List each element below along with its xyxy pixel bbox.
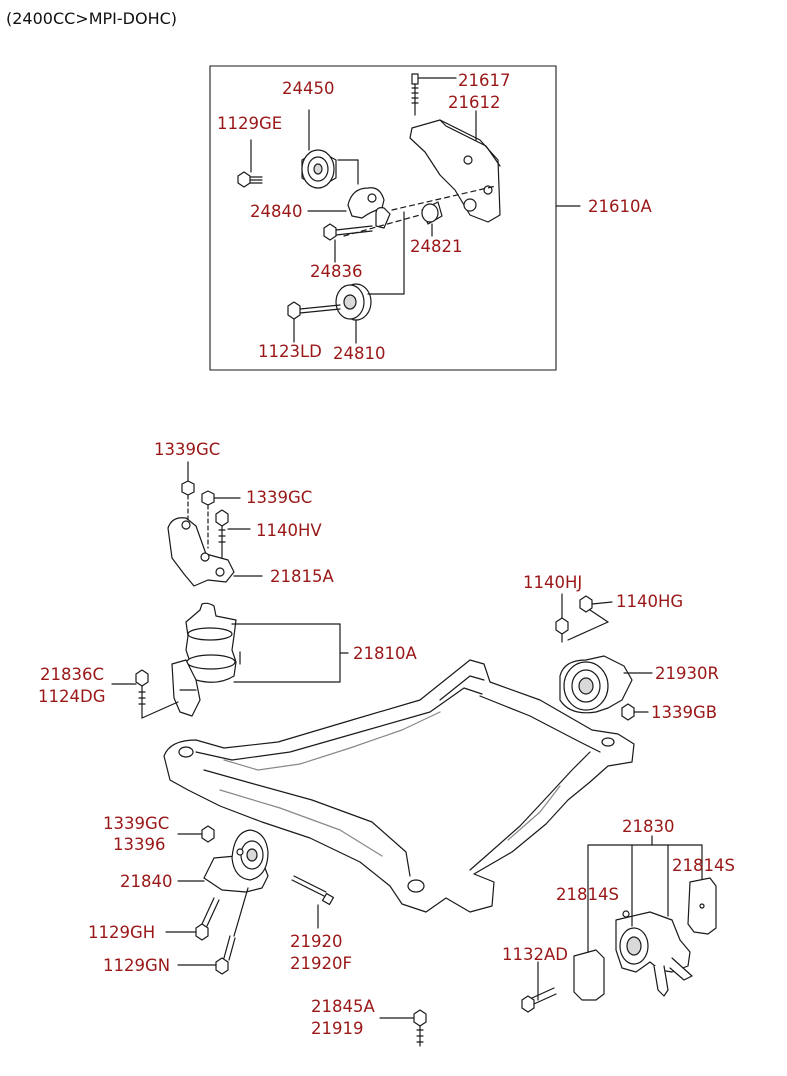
label-21920: 21920: [290, 932, 343, 951]
mount-21830: [587, 835, 703, 997]
label-24821: 24821: [410, 237, 463, 256]
label-1129GN: 1129GN: [103, 956, 171, 975]
label-21919: 21919: [311, 1019, 364, 1038]
label-1140HV: 1140HV: [256, 521, 322, 540]
bolt-1140HV: [215, 509, 251, 563]
label-21612: 21612: [448, 93, 501, 112]
bolt-1132AD: [521, 961, 557, 1013]
bolt-1140HJ: [555, 593, 569, 643]
mount-21930R: [559, 655, 653, 714]
label-21836C: 21836C: [40, 665, 105, 684]
label-21617: 21617: [458, 71, 511, 90]
spacer-24821: [421, 201, 443, 237]
label-24450: 24450: [282, 79, 335, 98]
label-13396: 13396: [113, 835, 166, 854]
label-21610A: 21610A: [588, 197, 652, 216]
pad-21814S-b: [573, 949, 605, 1001]
label-21930R: 21930R: [655, 664, 719, 683]
bracket-21612: [409, 110, 501, 223]
engine-mount-21810A: [171, 602, 349, 717]
bolt-1140HG: [567, 595, 613, 641]
bolt-24836: [323, 223, 373, 263]
nut-1339GC-c: [177, 825, 215, 843]
bolt-21845A: [379, 1009, 427, 1047]
bolt-1129GH: [165, 897, 220, 941]
bolt-21617: [411, 73, 457, 116]
label-21830: 21830: [622, 817, 675, 836]
label-1339GC-b: 1339GC: [246, 488, 313, 507]
label-1132AD: 1132AD: [502, 945, 568, 964]
label-24836: 24836: [310, 262, 363, 281]
label-21814S-a: 21814S: [672, 856, 735, 875]
label-21810A: 21810A: [353, 644, 417, 663]
bolt-21920: [291, 875, 335, 929]
mount-21840: [177, 829, 269, 893]
centerline-a: [391, 185, 497, 211]
label-21840: 21840: [120, 872, 173, 891]
label-1124DG: 1124DG: [38, 687, 106, 706]
label-21920F: 21920F: [290, 954, 352, 973]
bracket-21815A: [167, 517, 263, 587]
label-21814S-b: 21814S: [556, 885, 619, 904]
bolt-1129GN: [177, 887, 249, 975]
engine-spec-header: (2400CC>MPI-DOHC): [6, 9, 178, 28]
label-24840: 24840: [250, 202, 303, 221]
tensioner-group-frame: [209, 65, 557, 371]
tensioner-arm-24840: [307, 159, 391, 229]
bolt-1129GE: [237, 139, 263, 188]
pad-21814S-a: [687, 877, 717, 935]
label-21815A: 21815A: [270, 567, 334, 586]
idler-pulley-24450: [301, 109, 337, 189]
subframe-crossmember: [163, 659, 635, 913]
label-1123LD: 1123LD: [258, 342, 322, 361]
label-1140HJ: 1140HJ: [523, 573, 583, 592]
pulley-24810: [335, 211, 405, 344]
nut-1339GB: [621, 703, 649, 721]
label-1339GB: 1339GB: [651, 703, 718, 722]
label-1339GC-a: 1339GC: [154, 440, 221, 459]
bolt-21836C: [111, 669, 179, 719]
nut-1339GC-b: [201, 490, 241, 549]
label-1140HG: 1140HG: [616, 592, 684, 611]
label-1129GH: 1129GH: [88, 923, 156, 942]
label-1129GE: 1129GE: [217, 114, 283, 133]
bolt-1123LD: [287, 301, 341, 343]
label-1339GC-c: 1339GC: [103, 814, 170, 833]
label-24810: 24810: [333, 344, 386, 363]
label-21845A: 21845A: [311, 997, 375, 1016]
